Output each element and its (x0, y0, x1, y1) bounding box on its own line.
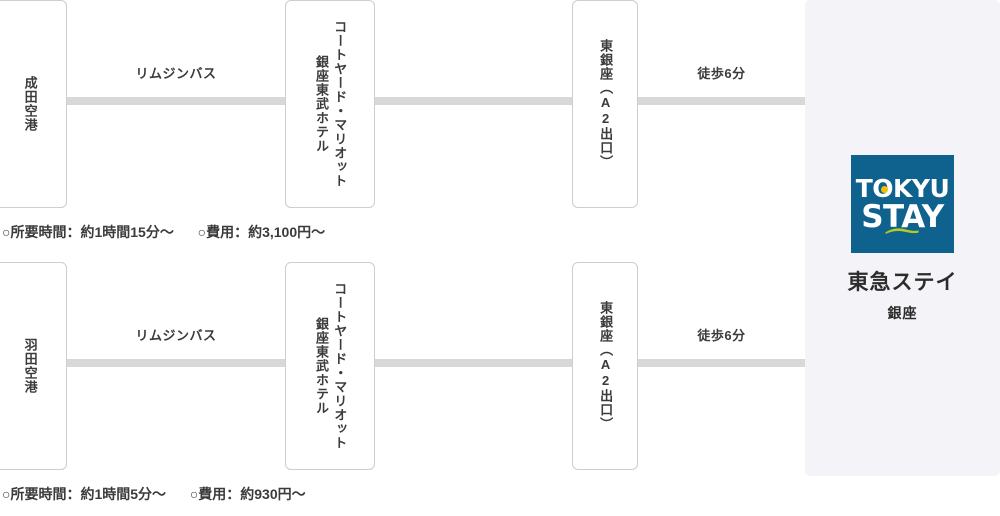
route-note: ○所要時間：約1時間15分〜 ○費用：約3,100円〜 (2, 222, 325, 242)
logo-swoosh-icon (885, 228, 919, 234)
node-hotel-landmark: 銀座東武ホテル コートヤード・マリオット (285, 262, 375, 470)
node-label-line-secondary: 銀座東武ホテル (314, 55, 329, 153)
route-note: ○所要時間：約1時間5分〜 ○費用：約930円〜 (2, 484, 306, 504)
segment-label-walk: 徒歩6分 (697, 66, 746, 81)
node-label-line-secondary: 銀座東武ホテル (314, 317, 329, 415)
segment-label-limousine-bus: リムジンバス (135, 66, 217, 81)
node-label-wrap: 羽田空港 (21, 338, 38, 394)
node-label-line: 成田空港 (22, 76, 38, 132)
brand-name-jp: 東急ステイ (847, 271, 958, 294)
node-label-wrap: 銀座東武ホテル コートヤード・マリオット (313, 20, 348, 188)
route-note-duration: ○所要時間：約1時間5分〜 (2, 486, 167, 502)
node-label-line: 羽田空港 (22, 338, 38, 394)
node-subway-station: 東銀座（A2出口） (572, 0, 638, 208)
segment-label-walk: 徒歩6分 (697, 328, 746, 343)
node-label-line-primary: コートヤード・マリオット (332, 282, 348, 450)
node-hotel-landmark: 銀座東武ホテル コートヤード・マリオット (285, 0, 375, 208)
brand-branch-jp: 銀座 (887, 305, 918, 321)
brand-panel: TOKYU STAY 東急ステイ 銀座 (805, 0, 1000, 476)
route-connector-line (60, 97, 805, 105)
segment-label-limousine-bus: リムジンバス (135, 328, 217, 343)
node-label-line: 東銀座（A2出口） (598, 39, 614, 169)
node-label-wrap: 銀座東武ホテル コートヤード・マリオット (313, 282, 348, 450)
logo-wordmark-top: TOKYU (855, 173, 950, 203)
route-row-haneda: リムジンバス 徒歩6分 羽田空港 銀座東武ホテル コートヤード・マリオット 東銀… (0, 262, 805, 516)
route-track: リムジンバス 徒歩6分 成田空港 銀座東武ホテル コートヤード・マリオット 東銀… (0, 0, 805, 208)
node-label-line: 東銀座（A2出口） (598, 301, 614, 431)
logo-wordmark-bottom: STAY (861, 198, 944, 235)
route-row-narita: リムジンバス 徒歩6分 成田空港 銀座東武ホテル コートヤード・マリオット 東銀… (0, 0, 805, 250)
route-note-fare: ○費用：約930円〜 (189, 486, 306, 502)
logo-dot-icon (881, 186, 888, 193)
node-subway-station: 東銀座（A2出口） (572, 262, 638, 470)
node-label-wrap: 東銀座（A2出口） (597, 39, 613, 169)
node-label-line-primary: コートヤード・マリオット (332, 20, 348, 188)
route-connector-line (60, 359, 805, 367)
node-origin-airport: 羽田空港 (0, 262, 67, 470)
node-label-wrap: 成田空港 (21, 76, 38, 132)
route-track: リムジンバス 徒歩6分 羽田空港 銀座東武ホテル コートヤード・マリオット 東銀… (0, 262, 805, 470)
route-note-fare: ○費用：約3,100円〜 (197, 224, 326, 240)
route-note-duration: ○所要時間：約1時間15分〜 (2, 224, 174, 240)
tokyu-stay-logo-icon: TOKYU STAY (851, 155, 954, 253)
node-origin-airport: 成田空港 (0, 0, 67, 208)
node-label-wrap: 東銀座（A2出口） (597, 301, 613, 431)
